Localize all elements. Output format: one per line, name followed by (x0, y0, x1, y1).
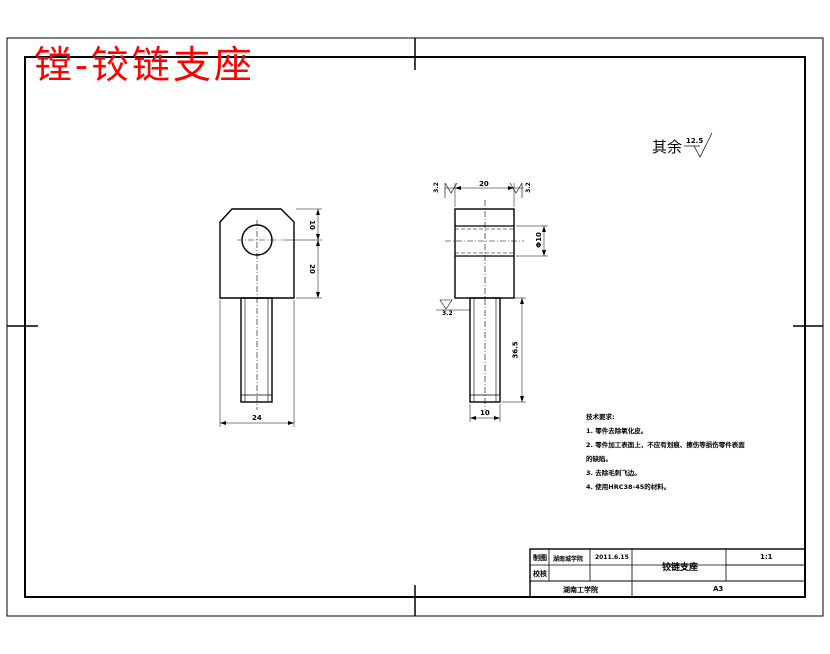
note-item: 3. 去除毛刺飞边。 (586, 469, 641, 477)
dim-front-body-height: 20 (307, 264, 316, 274)
surface-finish-label: 其余 (652, 138, 683, 156)
notes-heading: 技术要求: (586, 413, 615, 421)
surface-finish-symbol (684, 132, 713, 158)
technical-notes: 技术要求: 1. 零件去除氧化皮。 2. 零件加工表面上，不应有划痕、擦伤等损伤… (586, 410, 745, 494)
tb-date: 2011.6.15 (595, 554, 629, 561)
dim-side-head-width: 20 (479, 180, 489, 188)
note-item: 的缺陷。 (586, 455, 612, 463)
dim-side-shaft-length: 36.5 (511, 341, 520, 359)
front-view (219, 208, 322, 427)
note-item: 4. 使用HRC38-45的材料。 (586, 483, 671, 491)
tb-part-name: 铰链支座 (662, 563, 699, 573)
title-block (529, 548, 806, 598)
note-item: 2. 零件加工表面上，不应有划痕、擦伤等损伤零件表面 (586, 441, 745, 449)
rough-right-value: 3.2 (524, 182, 532, 193)
center-marks (7, 38, 823, 616)
dim-front-top-height: 10 (307, 220, 316, 230)
dim-front-width: 24 (252, 414, 262, 422)
tb-scale: 1:1 (760, 553, 773, 561)
dim-side-shaft-width: 10 (480, 409, 490, 417)
tb-sheet-size: A3 (713, 585, 724, 593)
drawing-title: 镗-铰链支座 (34, 43, 255, 87)
surface-finish-value: 12.5 (686, 137, 704, 145)
tb-check-label: 校核 (533, 570, 547, 578)
note-item: 1. 零件去除氧化皮。 (586, 427, 648, 435)
dim-side-bore: Φ10 (534, 232, 543, 248)
side-view (436, 182, 548, 422)
outer-border (6, 37, 824, 617)
rough-bottom-value: 3.2 (442, 310, 453, 317)
rough-left-value: 3.2 (432, 182, 440, 193)
tb-drawer: 湖南城学院 (553, 556, 584, 563)
side-view-arrows (455, 186, 546, 420)
tb-school: 湖南工学院 (563, 586, 598, 594)
front-view-arrows (220, 209, 320, 425)
tb-draw-label: 制图 (533, 554, 547, 562)
